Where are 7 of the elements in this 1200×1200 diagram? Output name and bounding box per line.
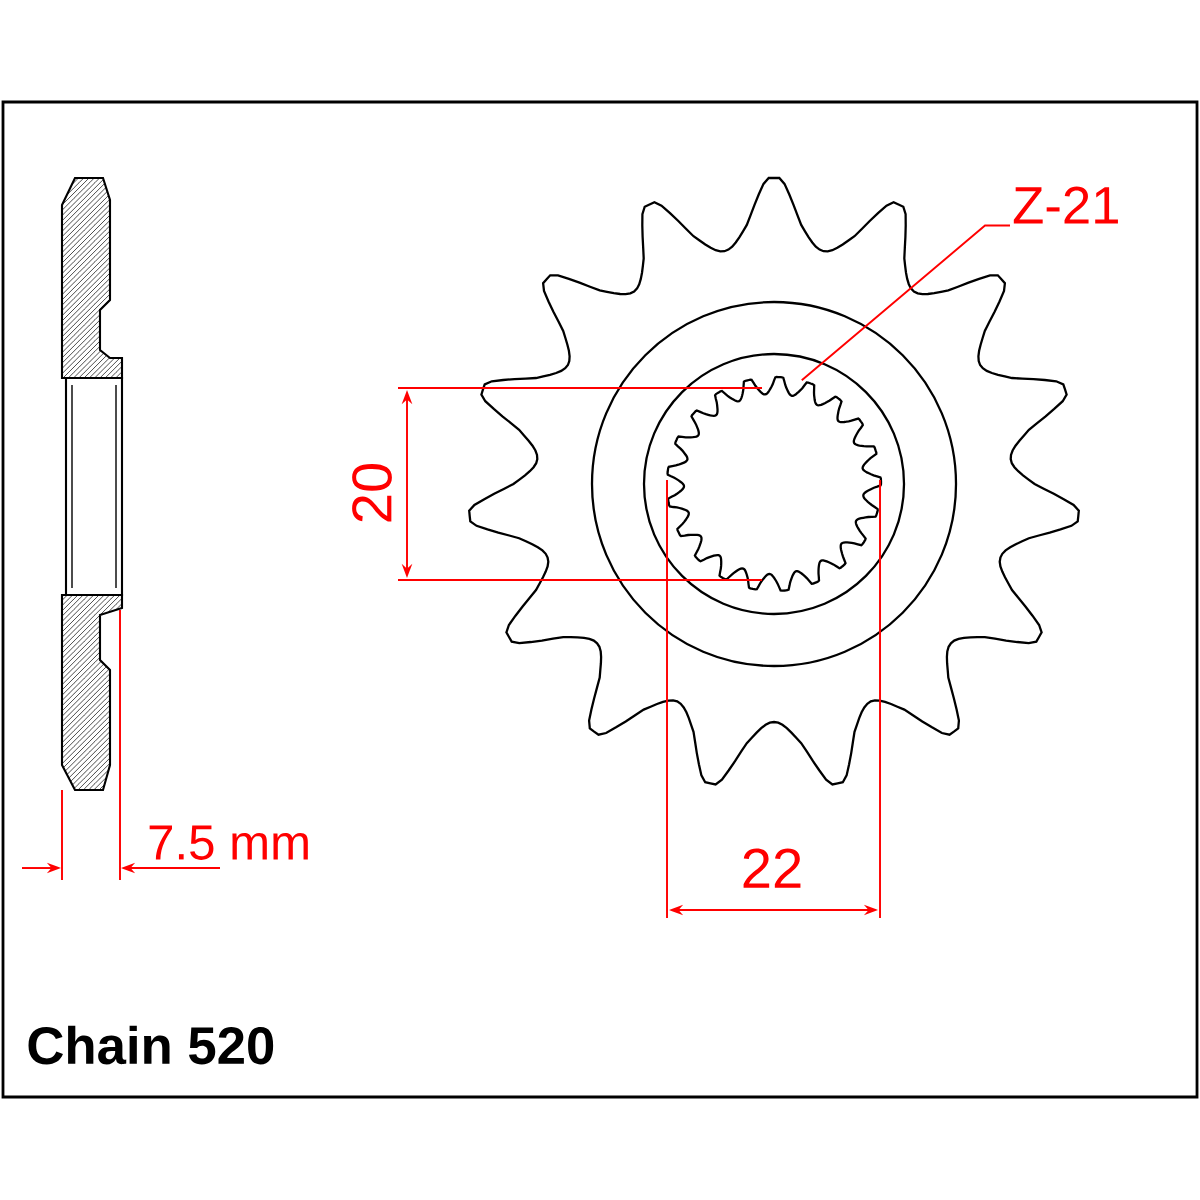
dimension-label: 7.5 mm [149, 825, 308, 860]
chain-label: Chain 520 [28, 1025, 274, 1065]
spline-drawing [666, 375, 883, 592]
dimension-label: 20 [352, 463, 392, 522]
dimension-label: 22 [743, 848, 801, 888]
callout-label: Z-21 [1013, 186, 1118, 224]
leader-line [800, 224, 1011, 382]
